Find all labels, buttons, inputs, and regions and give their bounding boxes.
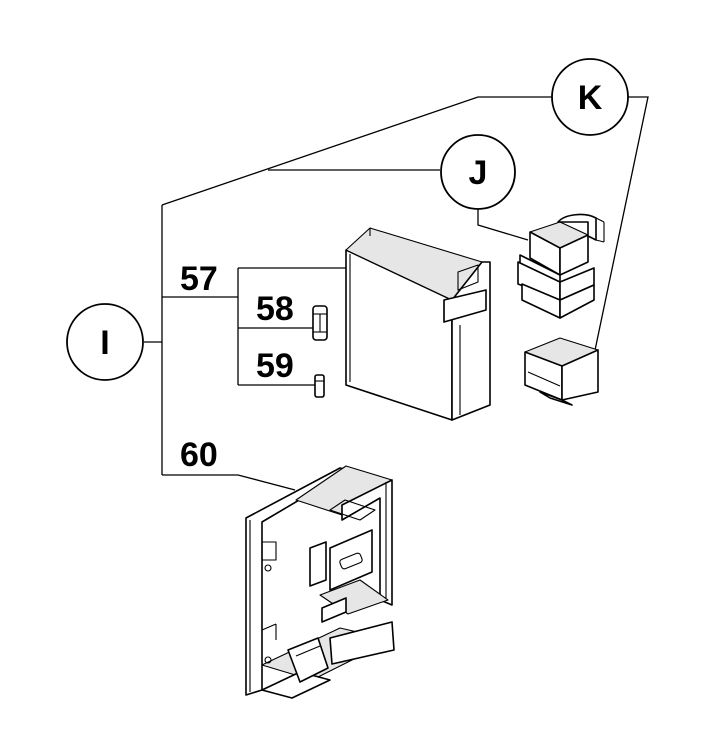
part-number-59: 59 <box>256 347 294 385</box>
bracket-60-drawing <box>245 465 395 699</box>
callout-k-label: K <box>578 79 603 117</box>
relay-j-drawing <box>517 213 605 319</box>
control-box-57-drawing <box>345 227 491 421</box>
callout-k: K <box>551 58 629 136</box>
connector-k-drawing <box>524 337 599 406</box>
part-number-60: 60 <box>180 436 218 474</box>
callout-j: J <box>440 134 516 210</box>
callout-i: I <box>66 303 144 381</box>
part-number-57: 57 <box>180 260 218 298</box>
callout-i-label: I <box>100 324 109 362</box>
fuse-59-drawing <box>314 374 325 398</box>
fuse-58-drawing <box>312 305 328 341</box>
part-number-58: 58 <box>256 290 294 328</box>
callout-j-label: J <box>469 154 488 192</box>
